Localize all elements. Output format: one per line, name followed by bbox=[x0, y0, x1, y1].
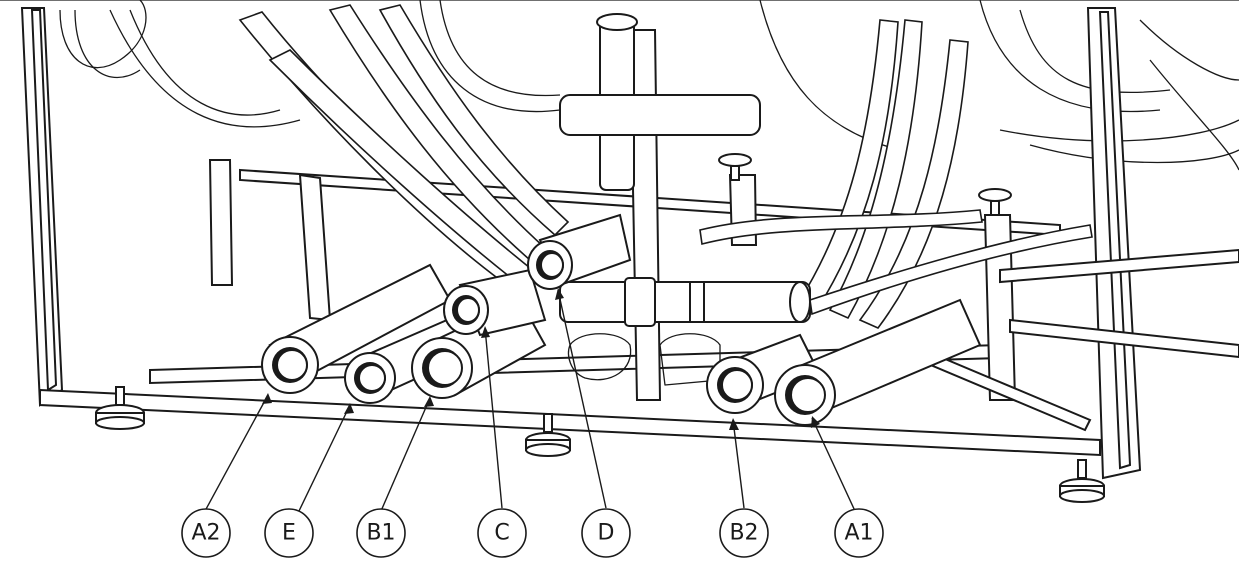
callout-a1-label: A1 bbox=[844, 521, 873, 546]
callouts: A2 E B1 C D B2 A1 bbox=[181, 508, 884, 558]
callout-b1: B1 bbox=[356, 508, 406, 558]
hose-bundle-right bbox=[699, 19, 1093, 329]
callout-b1-label: B1 bbox=[366, 521, 395, 546]
callout-b2-label: B2 bbox=[729, 521, 758, 546]
callout-c-label: C bbox=[494, 521, 509, 546]
leveling-feet bbox=[95, 153, 1105, 503]
callout-a2: A2 bbox=[181, 508, 231, 558]
leader-e bbox=[298, 404, 351, 512]
callout-b2: B2 bbox=[719, 508, 769, 558]
leader-c bbox=[484, 327, 503, 509]
central-vertical-pipe bbox=[559, 13, 761, 191]
leader-a2 bbox=[204, 394, 269, 512]
leader-d bbox=[557, 289, 607, 509]
callout-c: C bbox=[477, 508, 527, 558]
callout-d-label: D bbox=[598, 521, 615, 546]
hose-bundle-left bbox=[238, 4, 570, 287]
leader-a1 bbox=[811, 417, 856, 512]
leader-b2 bbox=[732, 419, 745, 509]
callout-d: D bbox=[581, 508, 631, 558]
horizontal-header-pipe bbox=[559, 277, 811, 327]
connection-pipes bbox=[261, 213, 982, 426]
callout-e: E bbox=[264, 508, 314, 558]
callout-e-label: E bbox=[282, 521, 296, 546]
callout-a2-label: A2 bbox=[191, 521, 220, 546]
leader-b1 bbox=[380, 397, 431, 512]
leader-lines bbox=[204, 288, 856, 512]
background-hoses bbox=[59, 0, 1239, 171]
callout-a1: A1 bbox=[834, 508, 884, 558]
